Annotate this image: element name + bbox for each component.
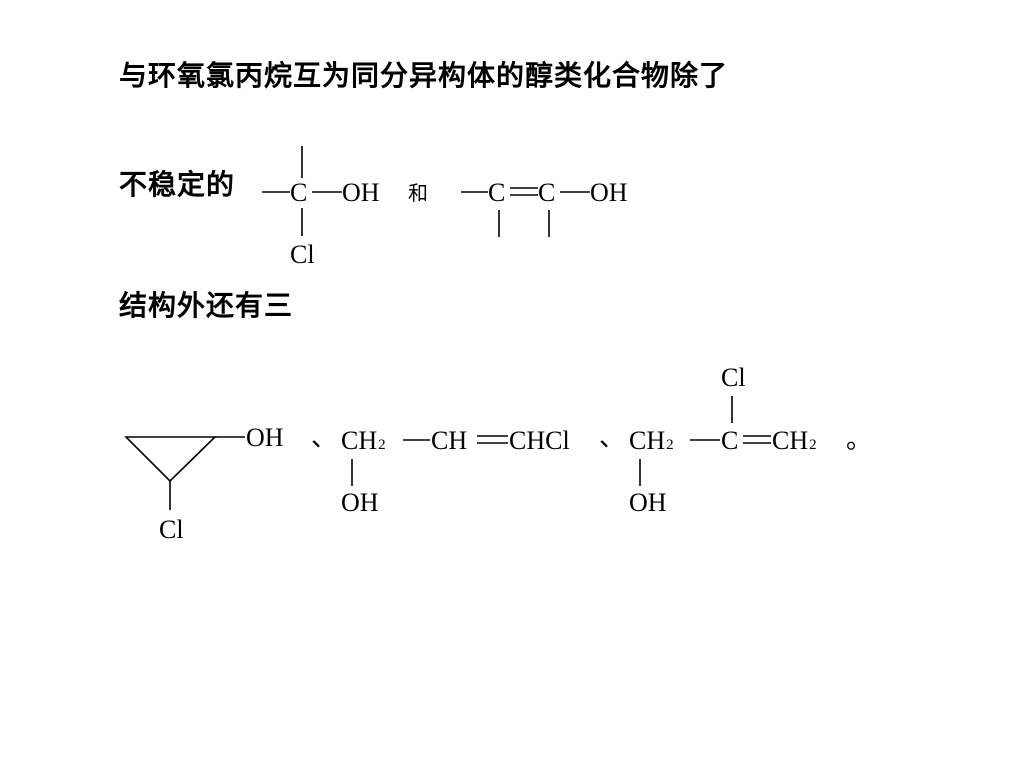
formula-unstable-1: C OH Cl xyxy=(262,146,380,269)
ch-label: CH xyxy=(431,426,467,455)
chloro-label: Cl xyxy=(290,240,315,269)
hydroxyl-label: OH xyxy=(629,488,667,517)
structure-chloropropenol-1: CH2 CH CHCl OH xyxy=(341,426,570,517)
hydroxyl-label: OH xyxy=(246,423,284,452)
carbon-b-label: C xyxy=(538,178,555,207)
text-line-3: 结构外还有三 xyxy=(119,289,294,322)
structure-cyclopropanol: OH Cl xyxy=(124,423,284,544)
ch2-end-label: CH2 xyxy=(772,426,817,455)
carbon-label: C xyxy=(721,426,738,455)
separator-2: 、 xyxy=(599,423,625,452)
separator-1: 、 xyxy=(311,423,337,452)
hydroxyl-label: OH xyxy=(342,178,380,207)
carbon-label: C xyxy=(290,178,307,207)
chcl-label: CHCl xyxy=(509,426,570,455)
hydroxyl-label: OH xyxy=(590,178,628,207)
structure-chloropropenol-2: Cl CH2 C CH2 OH xyxy=(629,363,817,517)
conjunction-label: 和 xyxy=(408,181,428,205)
chloro-label: Cl xyxy=(721,363,746,392)
cyclopropane-ring xyxy=(124,436,217,483)
chloro-label: Cl xyxy=(159,515,184,544)
hydroxyl-label: OH xyxy=(341,488,379,517)
carbon-a-label: C xyxy=(488,178,505,207)
formula-unstable-2: C C OH xyxy=(461,178,628,237)
ch2-label: CH2 xyxy=(341,426,386,455)
text-line-1: 与环氧氯丙烷互为同分异构体的醇类化合物除了 xyxy=(119,59,729,92)
ch2-label: CH2 xyxy=(629,426,674,455)
text-line-2-prefix: 不稳定的 xyxy=(119,168,236,201)
end-mark: 。 xyxy=(846,425,872,454)
